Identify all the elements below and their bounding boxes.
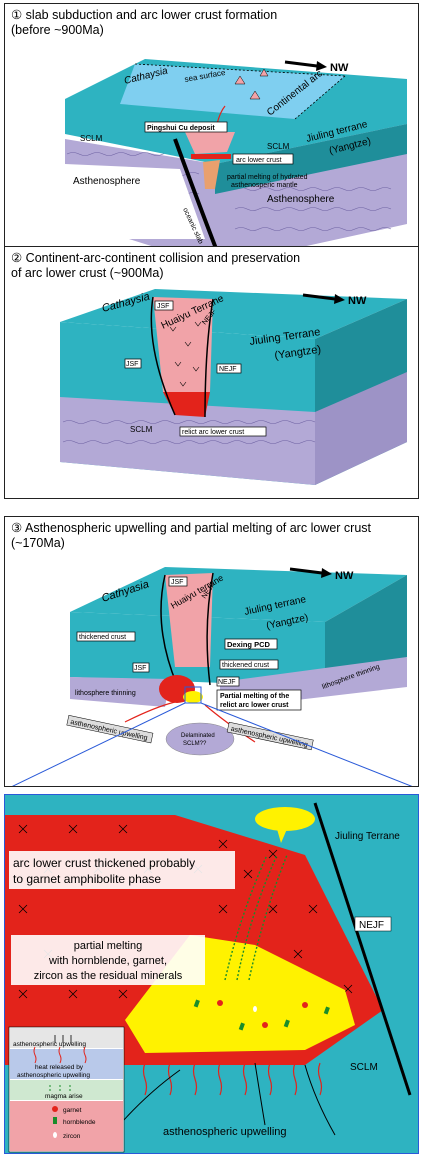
legend-hornblende-label: hornblende <box>63 1119 96 1126</box>
panel4-nejf-fault <box>313 802 412 1096</box>
legend-garnet-symbol <box>52 1106 58 1112</box>
panel1-arc-lower-crust-label: arc lower crust <box>236 157 282 164</box>
panel3-huaiyu-terrane <box>165 573 213 667</box>
panel3-thickened-left-label: thickened crust <box>79 634 126 641</box>
panel3-crust-top <box>70 567 407 622</box>
panel4-nejf-label: NEJF <box>359 920 384 931</box>
panel3-jsf-label: JSF <box>134 665 146 672</box>
panel3-nw-label: NW <box>335 570 354 582</box>
panel2-jsf-label: JSF <box>126 361 138 368</box>
panel1-asthenosphere-left-label: Asthenosphere <box>73 176 141 187</box>
panel2-diagram: NW Cathaysia JSF Huaiyu Terrane NEJF Jiu… <box>60 289 407 485</box>
panel4-sclm-label: SCLM <box>350 1062 378 1073</box>
panel2-sclm <box>60 397 315 485</box>
panel3-title: ③ Asthenospheric upwelling and partial m… <box>11 521 371 550</box>
panel2-nejf-label: NEJF <box>219 366 237 373</box>
panel1-partial-melting-label-2: asthenosperic mantle <box>231 182 298 189</box>
panel2-jsf-top-label: JSF <box>157 303 169 310</box>
panel4-arc-label-2: to garnet amphibolite phase <box>13 872 161 886</box>
panel-collision: ② Continent-arc-continent collision and … <box>4 246 419 499</box>
panel3-diagram: NW Cathyasia JSF Huaiyu terrane NEJF Jiu… <box>11 567 413 786</box>
panel1-nw-arrow <box>284 60 327 71</box>
panel-upwelling: ③ Asthenospheric upwelling and partial m… <box>4 516 419 787</box>
panel4-pm-label-2: with hornblende, garnet, <box>48 955 167 967</box>
legend-garnet-label: garnet <box>63 1107 82 1114</box>
panel-slab-subduction: ① slab subduction and arc lower crust fo… <box>4 3 419 275</box>
panel1-title: ① slab subduction and arc lower crust fo… <box>11 8 278 37</box>
panel3-jsf-top-label: JSF <box>171 579 183 586</box>
panel1-nw-label: NW <box>330 62 349 74</box>
panel1-sclm-right-label: SCLM <box>267 142 290 151</box>
legend-magma-label: magma arise <box>45 1093 83 1100</box>
panel3-partial-label-1: Partial melting of the <box>220 693 289 700</box>
legend-zircon-symbol <box>53 1132 57 1138</box>
panel2-nw-label: NW <box>348 295 367 307</box>
panel1-sclm-left-label: SCLM <box>80 134 103 143</box>
legend-heat-label-2: asthenospheric upwelling <box>17 1072 90 1079</box>
panel1-asthenosphere-right-label: Asthenosphere <box>267 194 335 205</box>
panel3-delaminated-label-1: Delaminated <box>181 733 215 739</box>
panel3-thickened-right-label: thickened crust <box>222 662 269 669</box>
panel1-partial-melting-label-1: partial melting of hydrated <box>227 174 308 181</box>
panel4-upwelling-label: asthenospheric upwelling <box>163 1126 287 1138</box>
panel1-diagram: NW Cathaysia sea surface Continental arc… <box>65 59 407 266</box>
panel3-delaminated-label-2: SCLM?? <box>183 741 207 747</box>
panel2-title: ② Continent-arc-continent collision and … <box>11 251 301 280</box>
panel4-pm-label-1: partial melting <box>74 940 142 952</box>
panel2-relict-label: relict arc lower crust <box>182 429 244 436</box>
legend-upwelling-label: asthenospheric upwelling <box>13 1041 86 1048</box>
panel-zoom: Jiuling Terrane arc lower crust thickene… <box>4 794 419 1154</box>
panel3-litho-left-label: lithosphere thinning <box>75 690 136 697</box>
panel2-crust-top <box>60 289 407 339</box>
legend-hornblende-symbol <box>53 1117 57 1124</box>
panel4-pm-label-3: zircon as the residual minerals <box>34 970 183 982</box>
legend-heat-label-1: heat released by <box>35 1064 84 1071</box>
legend-zircon-label: zircon <box>63 1133 81 1140</box>
panel3-dexing-label: Dexing PCD <box>227 640 271 649</box>
panel3-partial-label-2: relict arc lower crust <box>220 702 289 709</box>
panel2-relict-arc <box>163 392 210 417</box>
panel1-pingshui-label: Pingshui Cu deposit <box>147 125 215 132</box>
panel1-oceanic-slab <box>173 138 222 260</box>
panel1-arc-lower-crust <box>191 154 231 159</box>
panel1-sea <box>120 64 345 119</box>
panel4-arc-label-1: arc lower crust thickened probably <box>13 856 195 870</box>
panel3-delaminated-sclm <box>165 722 235 756</box>
panel3-nejf-label: NEJF <box>218 679 236 686</box>
panel4-legend: asthenospheric upwelling heat released b… <box>8 1026 125 1153</box>
panel4-diagram: Jiuling Terrane arc lower crust thickene… <box>5 795 418 1153</box>
panel2-sclm-label: SCLM <box>130 425 153 434</box>
panel4-jiuling-label: Jiuling Terrane <box>335 831 400 842</box>
panel4-melt-blob <box>255 807 315 831</box>
